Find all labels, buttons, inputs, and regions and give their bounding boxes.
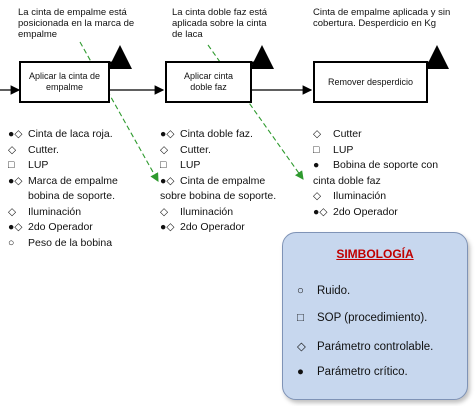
legend-item-critical: ● Parámetro crítico.	[297, 366, 408, 378]
item-text: Iluminación	[28, 205, 82, 218]
item-text: Iluminación	[333, 190, 387, 202]
item-text: Bobina de soporte con	[333, 159, 439, 171]
item-text: sobre bobina de soporte.	[160, 190, 277, 202]
symbol: ●◇	[160, 221, 175, 233]
symbol: ●◇	[8, 128, 23, 140]
list-item: cinta doble faz	[313, 174, 438, 190]
list-item: ◇ Cutter.	[160, 143, 276, 159]
diamond-symbol: ◇	[297, 341, 306, 353]
list-item: ●◇ Cinta de empalme	[160, 174, 276, 190]
legend-title: SIMBOLOGÍA	[336, 247, 414, 261]
input-list-1: ●◇ Cinta de laca roja. ◇ Cutter. □ LUP ●◇ Ma…	[8, 127, 118, 251]
list-item: ◇ Cutter.	[8, 143, 118, 159]
legend-item-controllable: ◇ Parámetro controlable.	[297, 339, 433, 353]
list-item: ◇ Iluminación	[8, 205, 118, 221]
list-item: ●◇ 2do Operador	[8, 220, 118, 236]
process-step-3: Remover desperdicio	[313, 61, 428, 103]
sop-symbol: □	[297, 312, 304, 324]
note-3: Cinta de empalme aplicada y sin cobertur…	[313, 7, 451, 29]
output-arrow-3	[425, 45, 449, 69]
item-text: LUP	[28, 159, 49, 171]
process-step-1: Aplicar la cinta de empalme	[19, 61, 110, 103]
legend-item-label: SOP (procedimiento).	[317, 312, 428, 324]
list-item: bobina de soporte.	[8, 189, 118, 205]
output-arrow-1	[108, 45, 132, 69]
legend-item-sop: □ SOP (procedimiento).	[297, 312, 427, 324]
note-1: La cinta de empalme está posicionada en …	[18, 7, 135, 40]
note-2: La cinta doble faz está aplicada sobre l…	[172, 7, 268, 40]
critical-symbol: ●	[297, 366, 304, 378]
item-text: Cinta de laca roja.	[28, 128, 113, 140]
item-text: Peso de la bobina	[28, 236, 113, 249]
item-text: Cinta de empalme	[180, 174, 266, 187]
symbol: ○	[8, 236, 15, 249]
symbol: ●◇	[160, 174, 175, 187]
list-item: ●◇ Marca de empalme	[8, 174, 118, 190]
list-item: ◇ Iluminación	[160, 205, 276, 221]
list-item: ● Bobina de soporte con	[313, 158, 438, 174]
list-item: □ LUP	[8, 158, 118, 174]
list-item: ◇ Cutter	[313, 127, 438, 143]
legend-item-label: Parámetro controlable.	[317, 341, 434, 353]
symbol: ●◇	[8, 174, 23, 187]
noise-symbol: ○	[297, 285, 304, 297]
symbol: □	[313, 143, 320, 156]
symbol: □	[8, 159, 15, 171]
legend-item-label: Parámetro crítico.	[317, 366, 408, 378]
symbol: ●	[313, 159, 320, 171]
list-item: □ LUP	[313, 143, 438, 159]
item-text: Iluminación	[180, 205, 234, 218]
symbol: ◇	[8, 143, 17, 156]
item-text: Marca de empalme	[28, 174, 118, 187]
process-step-1-label: Aplicar la cinta de empalme	[28, 71, 101, 92]
item-text: 2do Operador	[28, 221, 93, 233]
symbol: ◇	[8, 205, 17, 218]
symbol: ◇	[313, 128, 322, 140]
list-item: □ LUP	[160, 158, 276, 174]
input-list-3: ◇ Cutter □ LUP ● Bobina de soporte con cint…	[313, 127, 438, 220]
list-item: ●◇ Cinta de laca roja.	[8, 127, 118, 143]
item-text: bobina de soporte.	[28, 190, 115, 202]
process-step-3-label: Remover desperdicio	[327, 76, 414, 87]
symbol: □	[160, 159, 167, 171]
item-text: 2do Operador	[180, 221, 245, 233]
item-text: Cutter	[333, 128, 362, 140]
process-step-2-label: Aplicar cinta doble faz	[183, 71, 234, 92]
process-step-2: Aplicar cinta doble faz	[165, 61, 252, 103]
list-item: sobre bobina de soporte.	[160, 189, 276, 205]
list-item: ◇ Iluminación	[313, 189, 438, 205]
list-item: ●◇ 2do Operador	[313, 205, 438, 221]
legend-panel: SIMBOLOGÍA ○ Ruido. □ SOP (procedimiento).…	[282, 232, 468, 400]
item-text: LUP	[333, 143, 354, 156]
list-item: ●◇ Cinta doble faz.	[160, 127, 276, 143]
symbol: ◇	[160, 205, 169, 218]
legend-item-label: Ruido.	[317, 285, 351, 297]
symbol: ◇	[313, 190, 322, 202]
output-arrow-2	[250, 45, 274, 69]
list-item: ○ Peso de la bobina	[8, 236, 118, 252]
item-text: cinta doble faz	[313, 174, 381, 187]
input-list-2: ●◇ Cinta doble faz. ◇ Cutter. □ LUP ●◇ Cinta…	[160, 127, 276, 236]
list-item: ●◇ 2do Operador	[160, 220, 276, 236]
symbol: ◇	[160, 143, 169, 156]
item-text: LUP	[180, 159, 201, 171]
item-text: Cutter.	[28, 143, 59, 156]
item-text: Cinta doble faz.	[180, 128, 253, 140]
legend-item-noise: ○ Ruido.	[297, 285, 350, 297]
symbol: ●◇	[160, 128, 175, 140]
item-text: Cutter.	[180, 143, 211, 156]
symbol: ●◇	[8, 221, 23, 233]
item-text: 2do Operador	[333, 205, 398, 218]
symbol: ●◇	[313, 205, 328, 218]
